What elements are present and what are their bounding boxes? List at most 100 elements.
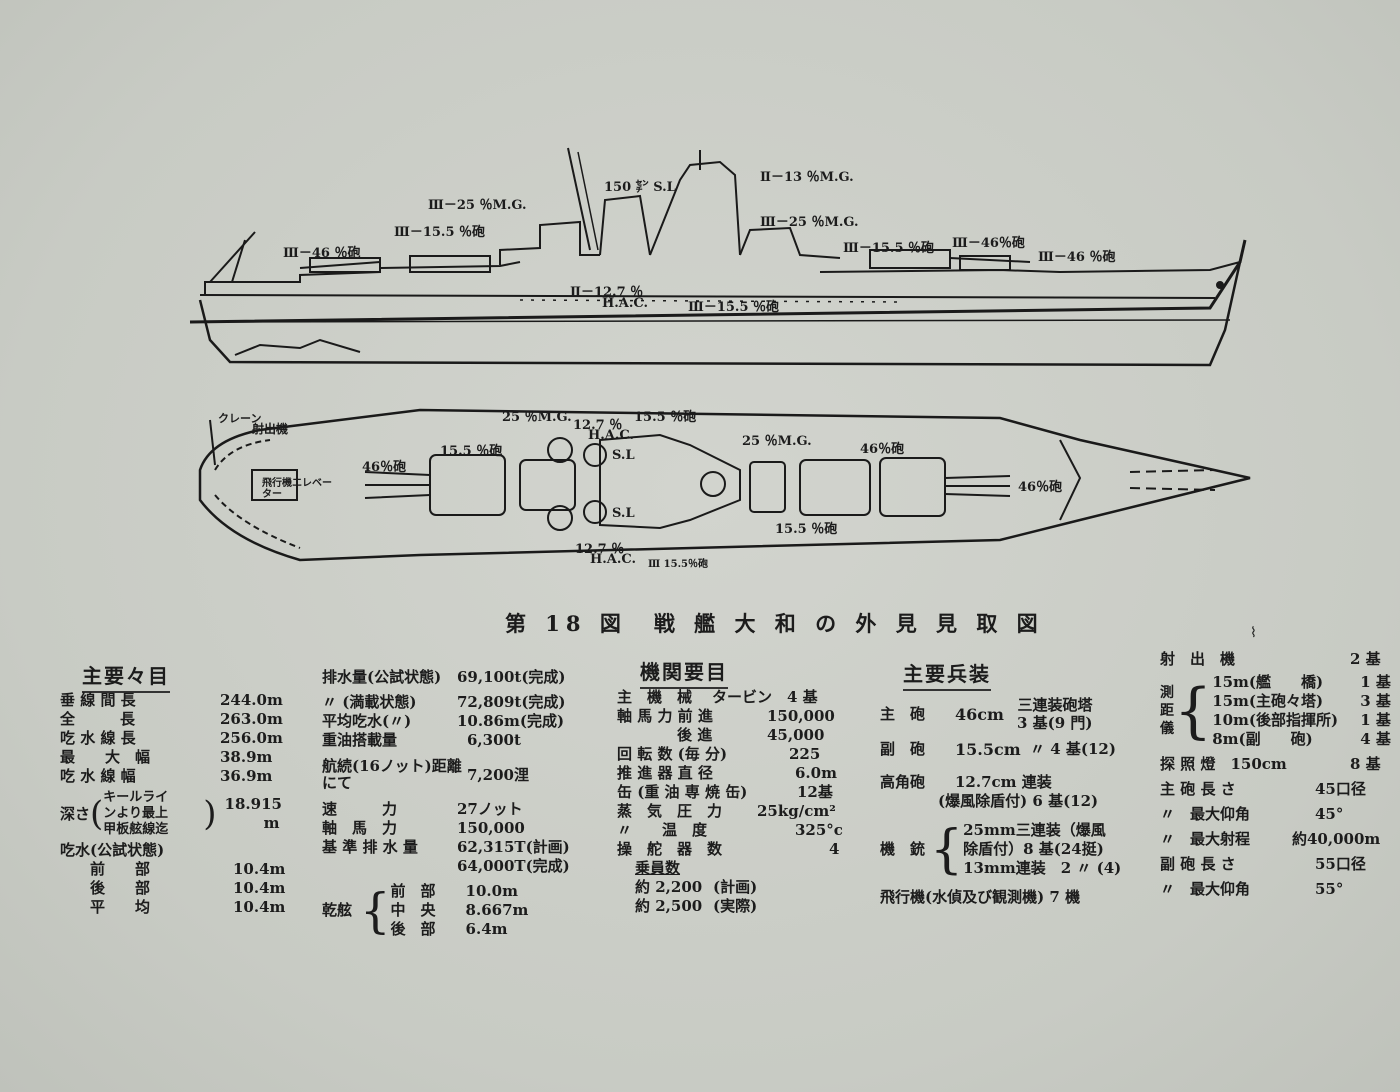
label-side-11: Ⅲ－15.5 ％砲 <box>688 300 780 315</box>
row-key: 中 央 <box>390 901 436 919</box>
label-side-8: Ⅲ－46 ％砲 <box>1038 250 1116 265</box>
table-row: 10m(後部指揮所)1 基 <box>1212 711 1391 730</box>
row-key: 平 均 <box>90 898 151 916</box>
mg-label: 機 銃 <box>880 840 926 858</box>
row-key: 射 出 機 <box>1160 650 1236 668</box>
row-value: 69,100t(完成) <box>457 668 566 686</box>
mg-line: 25mm三連装（爆風 <box>963 821 1106 839</box>
row-key: 〃 最大射程 <box>1160 830 1251 848</box>
row-value: 64,000T(完成) <box>457 857 570 875</box>
row-key: 〃 温 度 <box>617 821 708 839</box>
main-gun-row: 主 砲 46cm 三連装砲塔 3 基(9 門) <box>880 696 1130 732</box>
row-key: 回 転 数 (毎 分) <box>617 745 728 763</box>
label-top-5: 25 ％M.G. <box>502 410 572 425</box>
depth-unit: m <box>263 814 280 832</box>
label-side-7: Ⅲ－46％砲 <box>952 236 1025 251</box>
depth-line: キールライ <box>103 790 169 805</box>
row-key: 排水量(公試状態) <box>322 668 442 686</box>
row-value: 10.4m <box>233 898 286 916</box>
ship-top-view <box>198 408 1251 562</box>
row-key: 最 大 幅 <box>60 748 151 766</box>
table-row: 基 準 排 水 量 62,315T(計画) <box>322 838 592 857</box>
row-detail: 〃 4 基(12) <box>1030 740 1116 758</box>
row-key: 約 2,500 <box>635 897 703 915</box>
row-value: 6.0m <box>795 764 837 782</box>
label-top-1: 射出機 <box>252 422 289 436</box>
row-value: タービン 4 基 <box>712 688 818 706</box>
label-top-9: S.L <box>612 448 635 463</box>
row-value: 10.86m(完成) <box>457 712 565 730</box>
table-row: 15m(艦 橋)1 基 <box>1212 673 1391 692</box>
row-key: 主 砲 <box>880 704 926 723</box>
row-key: 軸 馬 力 前 進 <box>617 707 713 725</box>
label-top-12: 46％砲 <box>860 442 905 457</box>
row-key: 探 照 燈 150cm <box>1160 755 1287 773</box>
table-row: 〃 (満載状態)72,809t(完成) <box>322 693 592 712</box>
label-top-14: 15.5 ％砲 <box>775 522 838 537</box>
row-key: 吃 水 線 長 <box>60 729 136 747</box>
displacement-table: 排水量(公試状態) 69,100t(完成) 〃 (満載状態)72,809t(完成)… <box>322 668 592 939</box>
freeboard-label: 乾舷 <box>322 901 353 919</box>
row-key: 15m(主砲々塔) <box>1212 692 1324 710</box>
label-side-9: Ⅱ－12.7 ％ <box>570 285 644 300</box>
label-side-10: H.A.C. <box>602 296 649 311</box>
label-top-17: Ⅲ 15.5％砲 <box>648 559 709 570</box>
row-key: 蒸 気 圧 力 <box>617 802 723 820</box>
row-value: 36.9m <box>220 767 273 785</box>
depth-line: 甲板舷線迄 <box>103 822 169 837</box>
table-row: 中 央 8.667m <box>391 901 529 920</box>
label-side-3: Ⅲ－15.5 ％砲 <box>394 225 486 240</box>
row-value: 10.0m <box>465 882 518 900</box>
table-row: 探 照 燈 150cm 8 基 <box>1160 755 1390 774</box>
ship-side-view <box>189 147 1251 562</box>
label-top-16: H.A.C. <box>590 552 637 567</box>
row-value: 45口径 <box>1315 780 1366 798</box>
row-value: 8.667m <box>465 901 529 919</box>
row-key: 主 機 械 <box>617 688 693 706</box>
row-value: 約40,000m <box>1292 830 1381 848</box>
row-value: 6.4m <box>465 920 508 938</box>
mg-lines: 25mm三連装（爆風 除盾付）8 基(24挺) 13mm連装 2 〃 (4) <box>963 821 1121 878</box>
row-value: 6,300t <box>467 731 521 749</box>
row-key: 後 部 <box>90 879 151 897</box>
depth-lines: キールライ ンより最上 甲板舷線迄 <box>103 790 203 838</box>
brace-close: ) <box>203 794 217 834</box>
table-row: 排水量(公試状態) 69,100t(完成) <box>322 668 592 687</box>
row-value: 45° <box>1315 805 1344 823</box>
row-value: 10.4m <box>233 860 286 878</box>
row-key: 基 準 排 水 量 <box>322 838 418 856</box>
row-key: 平均吃水(〃) <box>322 712 412 730</box>
table-row: 缶 (重 油 専 焼 缶)12基 <box>617 783 857 802</box>
row-value: 263.0m <box>220 710 283 728</box>
label-side-0: 150 ㌢ S.L <box>604 180 676 195</box>
table-row: 主 砲 長 さ 45口径 <box>1160 780 1390 799</box>
row-key: 主 砲 長 さ <box>1160 780 1236 798</box>
depth-row: 深さ ( キールライ ンより最上 甲板舷線迄 ) 18.915 m <box>60 790 290 838</box>
label-top-3: 46％砲 <box>362 460 407 475</box>
brace-open: { <box>360 882 391 939</box>
row-key: 吃 水 線 幅 <box>60 767 136 785</box>
row-value: 62,315T(計画) <box>457 838 570 856</box>
table-row: 主 機 械 タービン 4 基 <box>617 688 857 707</box>
rangefinder-label: 測距儀 <box>1160 685 1174 737</box>
row-value: 8 基 <box>1350 755 1381 773</box>
depth-value-block: 18.915 m <box>225 795 282 833</box>
row-key: 15m(艦 橋) <box>1212 673 1324 691</box>
row-key: 副 砲 長 さ <box>1160 855 1236 873</box>
depth-label: 深さ <box>60 804 91 823</box>
detail-line: 三連装砲塔 <box>1017 696 1093 714</box>
row-value: 27ノット <box>457 800 523 818</box>
